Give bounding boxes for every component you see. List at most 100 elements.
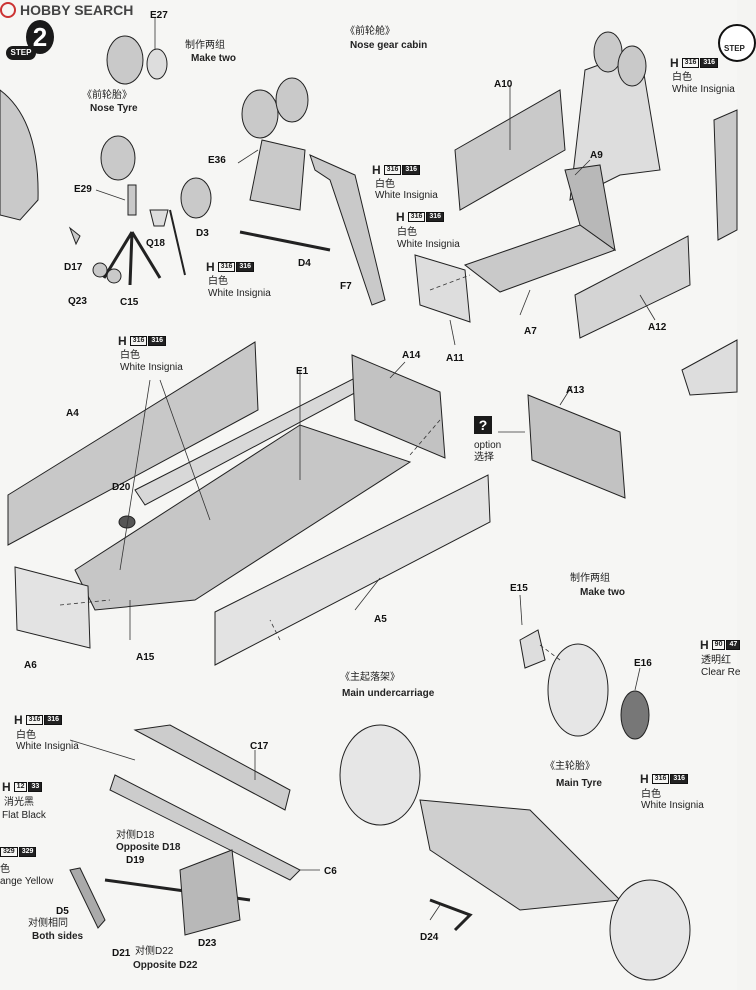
part-label-a12: A12 — [648, 322, 667, 333]
part-label-d19: D19 — [126, 855, 145, 866]
part-label-d24: D24 — [420, 932, 439, 943]
part-label-e1: E1 — [296, 366, 309, 377]
part-c17 — [133, 724, 291, 811]
part-label-d5: D5 — [56, 906, 69, 917]
paint-white-7-cn: 白色 — [16, 730, 36, 741]
nose-gear-body — [249, 139, 306, 211]
part-label-e15: E15 — [510, 583, 528, 594]
opposite-d22-en: Opposite D22 — [133, 960, 198, 971]
step-badge: 2 STEP — [6, 20, 56, 64]
part-a9 — [564, 164, 616, 252]
assembly-drawing — [0, 18, 738, 981]
option-label-cn: 选择 — [474, 452, 494, 463]
part-label-a13: A13 — [566, 385, 585, 396]
part-a14 — [351, 354, 446, 459]
part-d4 — [239, 230, 331, 252]
part-label-c6: C6 — [324, 866, 337, 877]
part-d3 — [169, 209, 186, 276]
make-two-cn-1: 制作两组 — [185, 40, 225, 51]
paint-white-1-en: White Insignia — [208, 288, 271, 299]
part-label-d3: D3 — [196, 228, 209, 239]
main-tyre-en: Main Tyre — [556, 778, 602, 789]
opposite-d22-cn: 对侧D22 — [135, 946, 174, 957]
partial-part-right-top — [713, 109, 738, 241]
part-label-e27: E27 — [150, 10, 168, 21]
part-label-e29: E29 — [74, 184, 92, 195]
make-two-en-1: Make two — [191, 53, 237, 64]
paint-flat-black-en: Flat Black — [2, 810, 46, 821]
part-label-a15: A15 — [136, 652, 155, 663]
part-label-c17: C17 — [250, 741, 269, 752]
part-q23a — [92, 262, 108, 278]
part-a15 — [74, 424, 412, 611]
nose-leg-c15 — [102, 231, 162, 286]
part-a7-floor — [463, 224, 617, 293]
part-label-a6: A6 — [24, 660, 37, 671]
paint-clear-red-en: Clear Re — [701, 667, 741, 678]
opposite-d18-cn: 对侧D18 — [116, 830, 155, 841]
part-label-d21: D21 — [112, 948, 131, 959]
paint-white-3-cn: 白色 — [397, 227, 417, 238]
main-gear-tyre-rear — [609, 879, 691, 981]
part-d5 — [69, 867, 106, 929]
nose-strut-e29 — [127, 184, 137, 216]
paint-white-1-cn: 白色 — [208, 276, 228, 287]
watermark-logo: HOBBY SEARCH — [0, 0, 133, 20]
part-label-e36: E36 — [208, 155, 226, 166]
logo-icon — [0, 2, 16, 18]
part-a6 — [14, 566, 91, 649]
next-step-word: STEP — [724, 44, 745, 53]
part-q18 — [149, 209, 169, 227]
paint-orange-en: ange Yellow — [0, 876, 54, 887]
paint-white-5-cn: 白色 — [120, 350, 140, 361]
part-a11 — [414, 254, 471, 323]
nose-gear-cabin-cn: 《前轮舱》 — [345, 26, 395, 37]
partial-part-right-mid — [681, 339, 738, 396]
part-label-a9: A9 — [590, 150, 603, 161]
part-a4 — [7, 341, 259, 546]
paint-white-6-en: White Insignia — [641, 800, 704, 811]
main-tyre — [547, 643, 609, 737]
paint-white-4-cn: 白色 — [672, 72, 692, 83]
nose-tyre-left — [100, 135, 136, 181]
part-label-a7: A7 — [524, 326, 537, 337]
make-two-en-2: Make two — [580, 587, 626, 598]
nose-gear-cabin-en: Nose gear cabin — [350, 40, 428, 51]
paint-white-2-cn: 白色 — [375, 179, 395, 190]
part-label-d23: D23 — [198, 938, 217, 949]
main-gear-tyre-front — [339, 724, 421, 826]
main-tyre-cn: 《主轮胎》 — [545, 761, 595, 772]
logo-text: HOBBY SEARCH — [20, 2, 134, 18]
part-c6 — [109, 774, 301, 881]
part-e15 — [519, 629, 546, 669]
part-label-a11: A11 — [446, 353, 464, 364]
nose-tyre-2b — [275, 77, 309, 123]
paint-white-3-en: White Insignia — [397, 239, 460, 250]
part-d23 — [179, 849, 241, 936]
nose-tyre-2a — [241, 89, 279, 139]
nose-tyre-upper — [106, 35, 144, 85]
part-q23b — [106, 268, 122, 284]
nose-hub-e27 — [146, 48, 168, 80]
option-label-en: option — [474, 440, 502, 451]
part-d24 — [429, 898, 473, 932]
main-undercarriage-en: Main undercarriage — [342, 688, 435, 699]
main-gear-bogie — [419, 799, 622, 911]
option-icon: ? — [474, 416, 492, 434]
nose-tyre-right — [180, 177, 212, 219]
part-label-a14: A14 — [402, 350, 421, 361]
part-a12 — [574, 235, 691, 339]
nose-tyre-cabin-b — [617, 45, 647, 87]
paint-white-2-en: White Insignia — [375, 190, 438, 201]
paint-clear-red-cn: 透明红 — [701, 655, 731, 666]
main-undercarriage-cn: 《主起落架》 — [340, 672, 400, 683]
paint-white-7-en: White Insignia — [16, 741, 79, 752]
paint-orange-cn: 色 — [0, 864, 10, 875]
